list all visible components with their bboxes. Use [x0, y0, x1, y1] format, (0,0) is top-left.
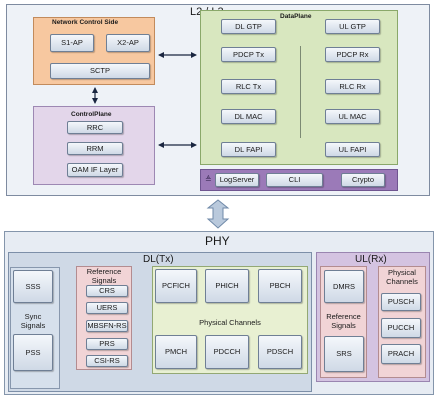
dl-title: DL(Tx) [143, 254, 174, 265]
ul-title: UL(Rx) [355, 254, 387, 265]
pdcch-box: PDCCH [205, 335, 249, 369]
ul-channels-title: Physical Channels [386, 268, 418, 286]
csi-rs-box: CSI-RS [86, 355, 128, 367]
dataplane-divider [300, 46, 301, 138]
crypto-box: Crypto [341, 173, 385, 187]
pucch-box: PUCCH [381, 318, 421, 338]
cli-box: CLI [266, 173, 323, 187]
ul-mac-box: UL MAC [325, 109, 380, 124]
uers-box: UERS [86, 302, 128, 314]
rlc-rx-box: RLC Rx [325, 79, 380, 94]
dmrs-box: DMRS [324, 270, 364, 303]
pcfich-box: PCFICH [155, 269, 197, 303]
control-plane-title: ControlPlane [71, 111, 112, 118]
pdsch-box: PDSCH [258, 335, 302, 369]
s1ap-box: S1-AP [50, 34, 94, 52]
sss-box: SSS [13, 270, 53, 303]
pdcp-rx-box: PDCP Rx [325, 47, 380, 62]
phy-title: PHY [205, 234, 230, 248]
pbch-box: PBCH [258, 269, 302, 303]
prs-box: PRS [86, 338, 128, 350]
ul-ref-signals-label: Reference Signals [326, 312, 361, 330]
dl-ref-signals-panel [76, 266, 132, 370]
crs-box: CRS [86, 285, 128, 297]
data-plane-title: DataPlane [280, 13, 312, 20]
dl-channels-label: Physical Channels [199, 318, 261, 327]
pusch-box: PUSCH [381, 293, 421, 311]
srs-box: SRS [324, 336, 364, 372]
pmch-box: PMCH [155, 335, 197, 369]
l2l3-phy-arrow [206, 199, 230, 229]
ul-fapi-box: UL FAPI [325, 142, 380, 157]
dl-gtp-box: DL GTP [221, 19, 276, 34]
pdcp-tx-box: PDCP Tx [221, 47, 276, 62]
ul-gtp-box: UL GTP [325, 19, 380, 34]
network-control-title: Network Control Side [52, 19, 119, 26]
logserver-icon: ≜ [205, 175, 212, 184]
pss-box: PSS [13, 334, 53, 371]
sctp-box: SCTP [50, 63, 150, 79]
rrc-box: RRC [67, 121, 123, 134]
x2ap-box: X2-AP [106, 34, 150, 52]
dl-fapi-box: DL FAPI [221, 142, 276, 157]
sync-signals-label: Sync Signals [20, 312, 46, 330]
phich-box: PHICH [205, 269, 249, 303]
rlc-tx-box: RLC Tx [221, 79, 276, 94]
logserver-box: LogServer [215, 173, 259, 187]
oam-box: OAM IF Layer [67, 163, 123, 177]
dl-mac-box: DL MAC [221, 109, 276, 124]
rrm-box: RRM [67, 142, 123, 155]
prach-box: PRACH [381, 344, 421, 364]
dl-ref-signals-title: Reference Signals [86, 267, 122, 285]
mbsfn-rs-box: MBSFN-RS [86, 320, 128, 332]
